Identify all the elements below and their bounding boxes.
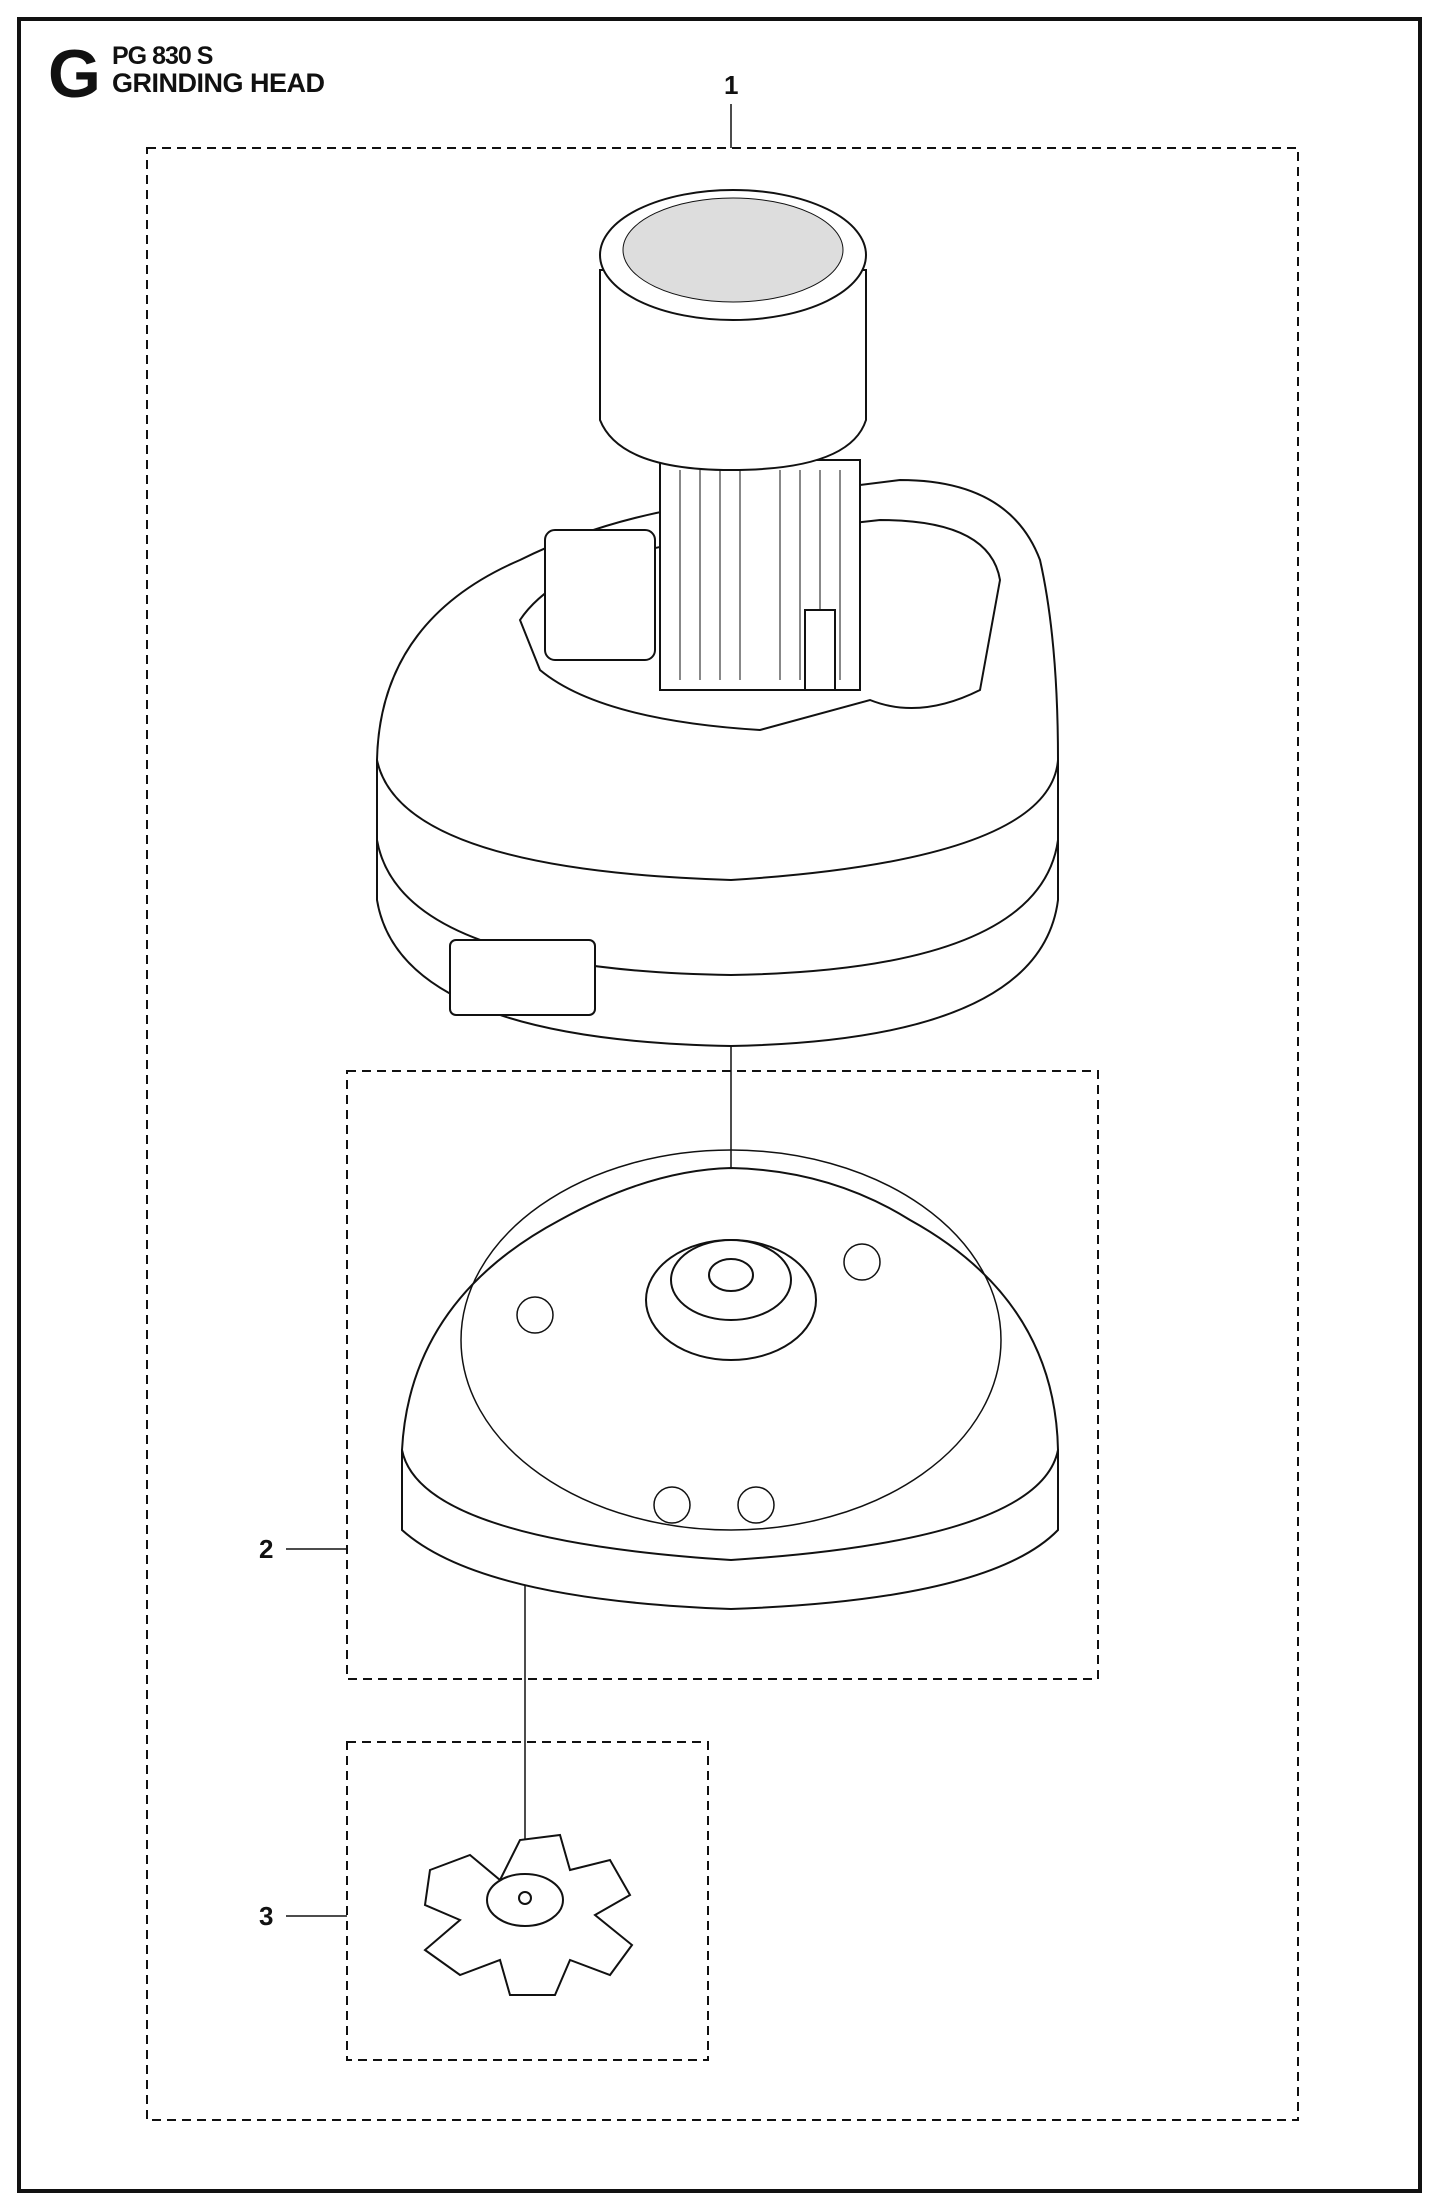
page-title: GRINDING HEAD	[112, 68, 325, 98]
group-box-3	[346, 1741, 709, 2061]
group-box-1	[146, 147, 1299, 2121]
tool-holder-illustration	[423, 1833, 634, 1996]
section-letter: G	[48, 36, 101, 112]
model-name: PG 830 S	[112, 42, 213, 70]
page-frame	[17, 17, 1422, 2193]
callout-1[interactable]: 1	[724, 70, 739, 100]
callout-3[interactable]: 3	[259, 1901, 274, 1931]
callout-2[interactable]: 2	[259, 1534, 274, 1564]
motor-housing-illustration	[375, 189, 1060, 1048]
group-box-2	[346, 1070, 1099, 1680]
planetary-disc-illustration	[400, 1149, 1060, 1611]
